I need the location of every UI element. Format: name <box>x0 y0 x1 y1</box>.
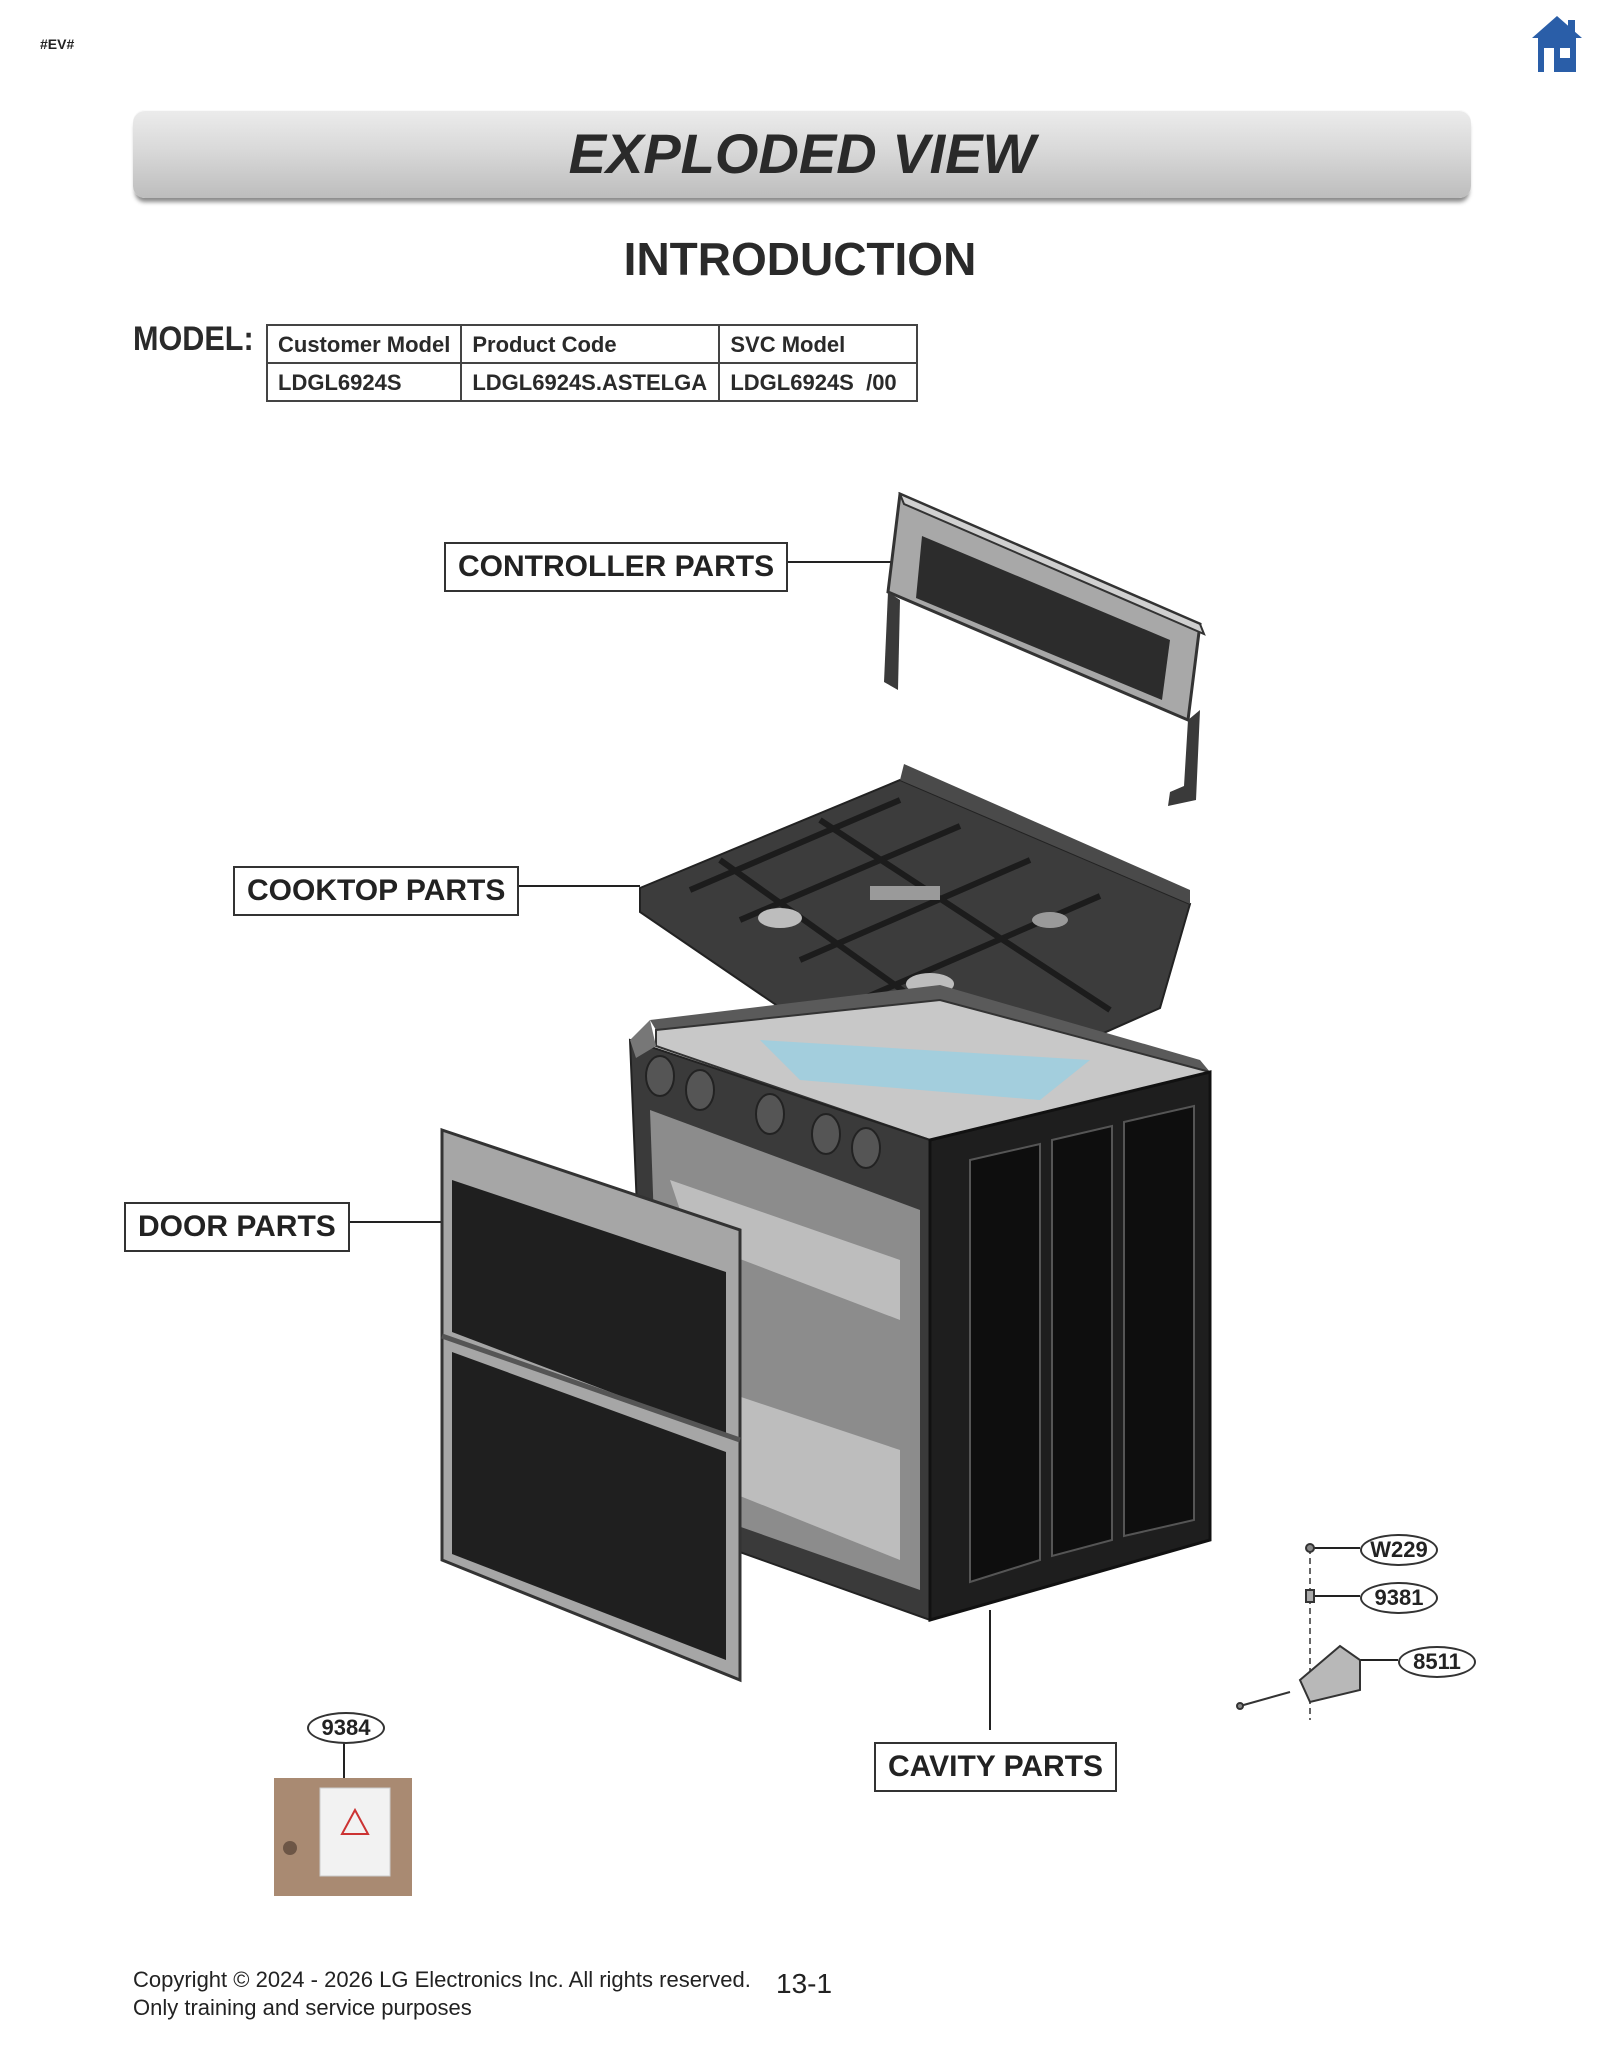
door-illustration <box>440 1127 742 1683</box>
header-customer-model: Customer Model <box>265 324 463 364</box>
page-number: 13-1 <box>776 1968 833 1999</box>
cooktop-parts-link[interactable]: COOKTOP PARTS <box>233 866 520 916</box>
callout-9384[interactable]: 9384 <box>307 1712 385 1744</box>
section-title: INTRODUCTION <box>623 233 977 285</box>
copyright-text: Copyright © 2024 - 2026 LG Electronics I… <box>133 1967 751 1992</box>
model-table-header-row: Customer Model Product Code SVC Model <box>265 324 919 364</box>
value-svc-model: LDGL6924S /00 <box>718 362 919 402</box>
home-icon[interactable] <box>1530 14 1584 76</box>
callout-8511[interactable]: 8511 <box>1398 1646 1476 1678</box>
cavity-parts-link[interactable]: CAVITY PARTS <box>874 1742 1118 1792</box>
value-customer-model: LDGL6924S <box>265 362 463 402</box>
banner: EXPLODED VIEW <box>133 110 1471 198</box>
value-product-code: LDGL6924S.ASTELGA <box>460 362 721 402</box>
instruction-packet-photo <box>274 1778 412 1896</box>
controller-parts-link[interactable]: CONTROLLER PARTS <box>444 542 789 592</box>
usage-note: Only training and service purposes <box>133 1995 472 2020</box>
header-svc-model: SVC Model <box>718 324 919 364</box>
door-parts-link[interactable]: DOOR PARTS <box>124 1202 350 1252</box>
banner-title: EXPLODED VIEW <box>568 122 1036 185</box>
hardware-illustration <box>1236 1543 1361 1720</box>
callout-w229[interactable]: W229 <box>1360 1534 1438 1566</box>
callout-9381[interactable]: 9381 <box>1360 1582 1438 1614</box>
footer: Copyright © 2024 - 2026 LG Electronics I… <box>133 1966 751 2022</box>
header-product-code: Product Code <box>460 324 721 364</box>
model-table: Customer Model Product Code SVC Model LD… <box>265 324 919 402</box>
model-table-value-row: LDGL6924S LDGL6924S.ASTELGA LDGL6924S /0… <box>265 362 919 402</box>
model-label: MODEL: <box>133 320 254 358</box>
page-tag: #EV# <box>40 36 75 52</box>
